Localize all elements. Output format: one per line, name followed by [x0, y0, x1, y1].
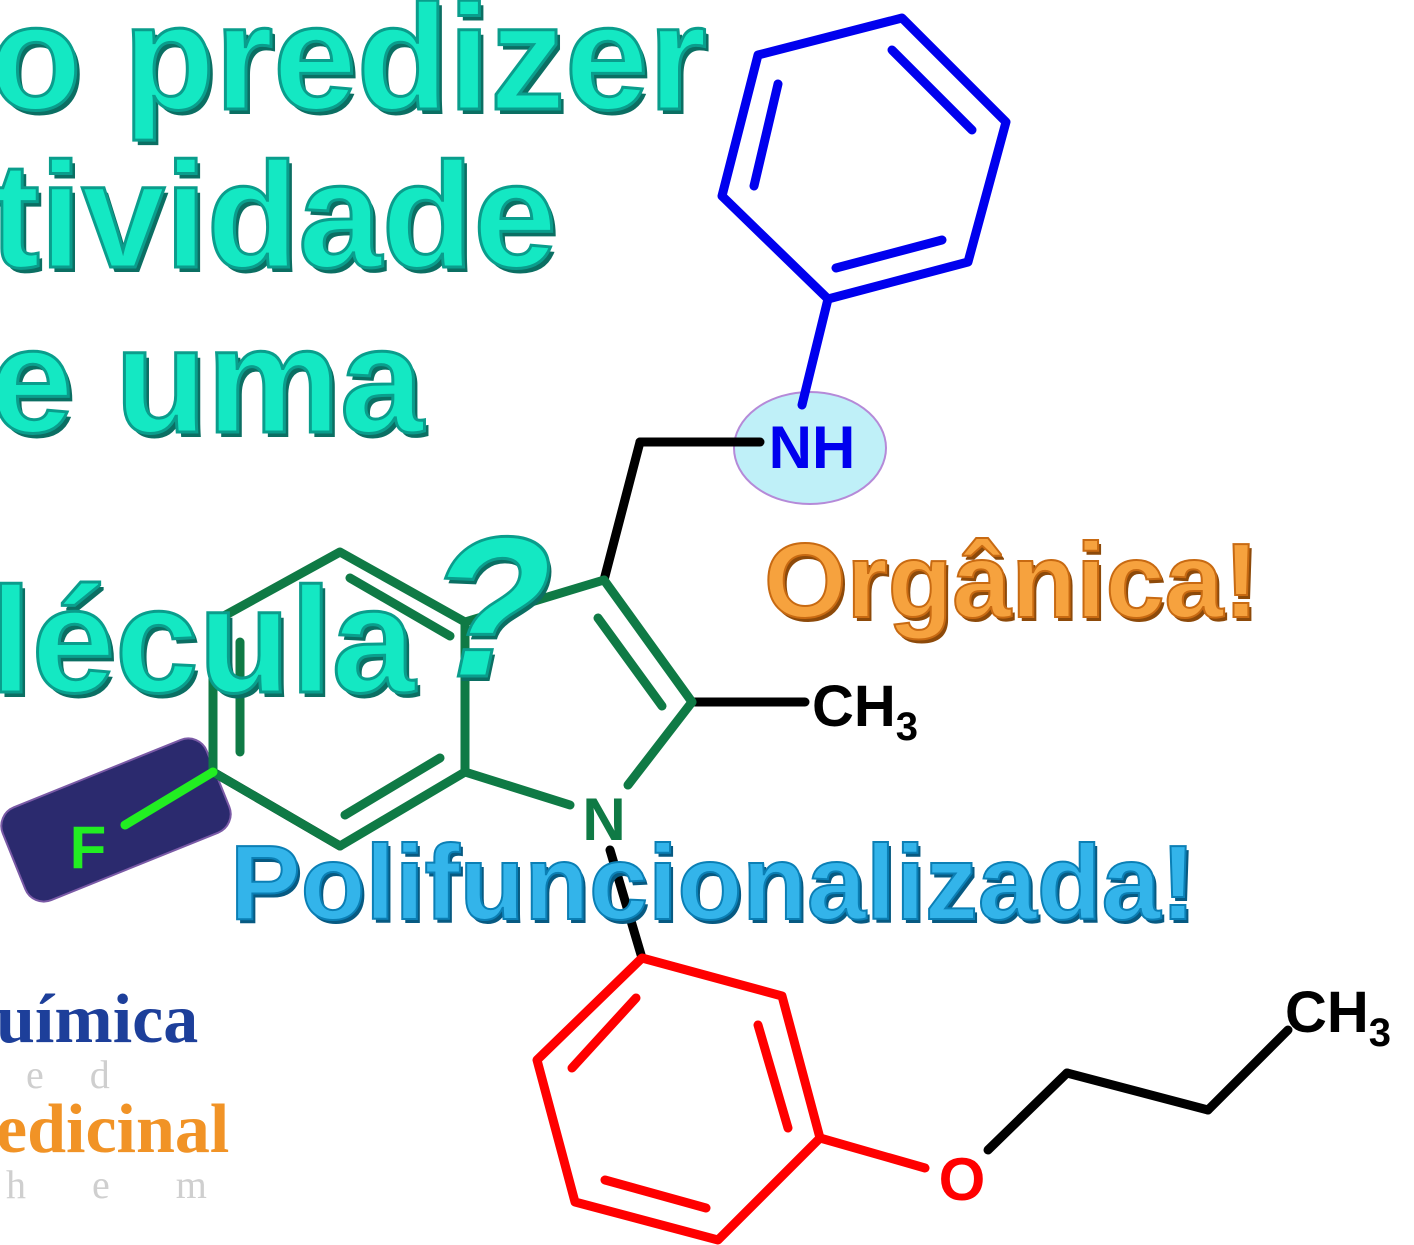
logo-line-3: edicinal	[0, 1091, 230, 1168]
o-label: O	[939, 1146, 986, 1213]
headline-line-4: lécula	[0, 556, 417, 724]
indole-core	[208, 547, 697, 851]
logo-line-1: uímica	[0, 981, 199, 1058]
ch3-propyl-label: CH3	[1285, 980, 1391, 1055]
organica-label: Orgânica!	[763, 522, 1260, 640]
fluoro-highlight-box	[0, 737, 232, 903]
logo-line-4: h e m	[6, 1162, 235, 1207]
quimica-medicinal-logo: uímica e d edicinal h e m	[0, 985, 235, 1205]
nh-highlight-ellipse	[733, 391, 887, 505]
logo-line-2: e d	[26, 1052, 128, 1097]
nh-label: NH	[769, 414, 856, 481]
headline-line-3: e uma	[0, 296, 425, 464]
phenyl-ring-bottom	[532, 953, 930, 1245]
n-label: N	[582, 786, 625, 853]
phenyl-ring-top	[717, 13, 1011, 410]
headline-line-2: tividade	[0, 131, 558, 299]
f-label: F	[70, 814, 107, 881]
fluoro-bond	[120, 767, 218, 830]
headline-line-1: o predizer	[0, 0, 708, 141]
ch3-methyl-label: CH3	[812, 674, 918, 749]
polifuncionalizada-label: Polifuncionalizada!	[229, 824, 1197, 942]
